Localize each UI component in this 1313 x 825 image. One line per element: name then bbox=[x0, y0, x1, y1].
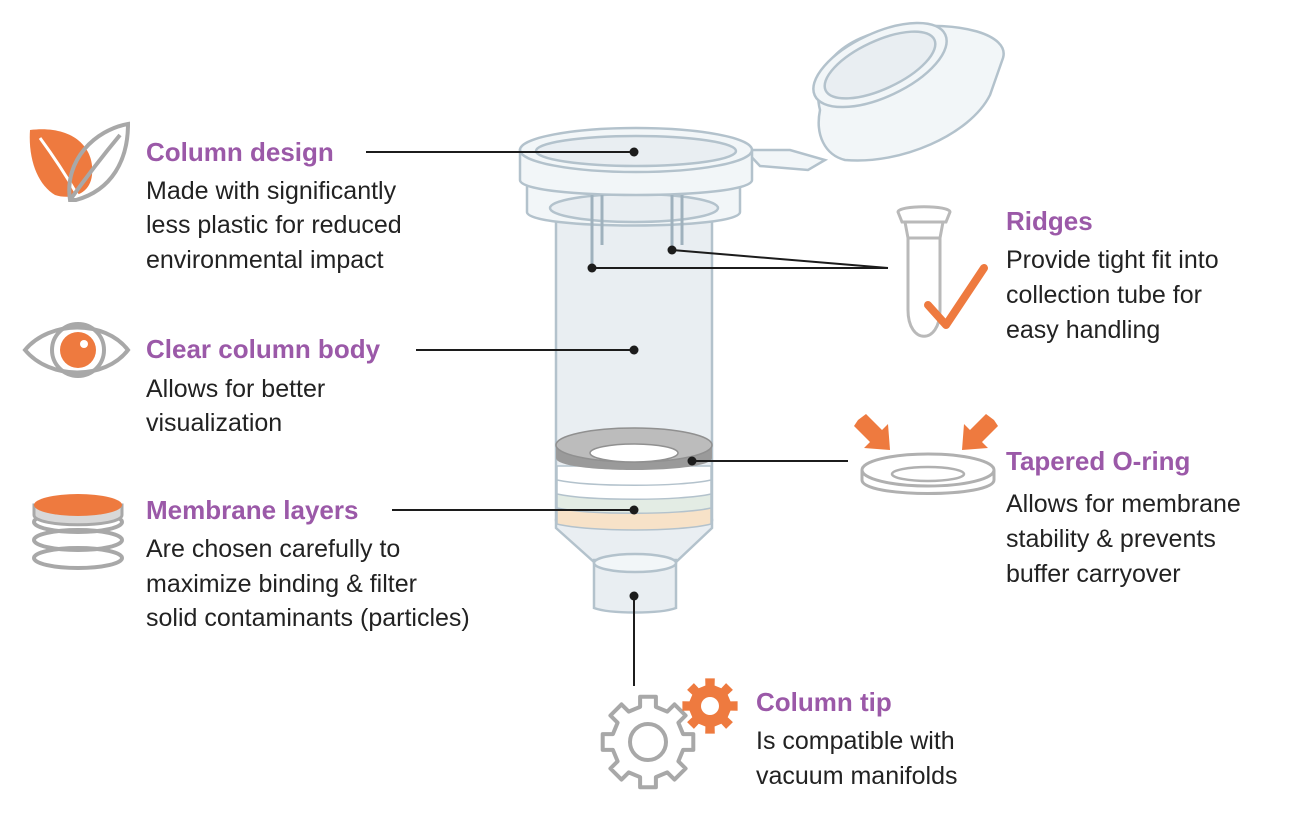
membrane-stack-icon bbox=[32, 494, 124, 570]
tube-checkmark-icon bbox=[896, 205, 988, 338]
gears-icon bbox=[600, 678, 738, 790]
tip-line: Is compatible with bbox=[756, 727, 955, 755]
ridges-title: Ridges bbox=[1006, 206, 1093, 236]
clear-body-title: Clear column body bbox=[146, 334, 381, 364]
feature-oring: Tapered O-ring Allows for membrane stabi… bbox=[1006, 446, 1241, 588]
column-design-line: Made with significantly bbox=[146, 177, 397, 205]
feature-column-design: Column design Made with significantly le… bbox=[146, 137, 402, 274]
clear-body-line: visualization bbox=[146, 409, 282, 437]
membrane-title: Membrane layers bbox=[146, 495, 358, 525]
oring-title: Tapered O-ring bbox=[1006, 446, 1190, 476]
oring-line: Allows for membrane bbox=[1006, 490, 1241, 518]
column-cap bbox=[812, 21, 1005, 162]
small-gear-hole bbox=[701, 697, 719, 715]
ridges-line: Provide tight fit into bbox=[1006, 246, 1219, 274]
membrane-line: solid contaminants (particles) bbox=[146, 604, 470, 632]
large-gear-hole bbox=[628, 722, 668, 762]
leader-lines bbox=[366, 147, 889, 686]
tip-line: vacuum manifolds bbox=[756, 762, 957, 790]
column-design-title: Column design bbox=[146, 137, 334, 167]
oring-arrows-icon bbox=[854, 414, 998, 495]
ridges-line: collection tube for bbox=[1006, 281, 1202, 309]
oring-line: stability & prevents bbox=[1006, 525, 1216, 553]
membrane-line: maximize binding & filter bbox=[146, 570, 417, 598]
feature-tip: Column tip Is compatible with vacuum man… bbox=[756, 687, 957, 790]
feature-membrane: Membrane layers Are chosen carefully to … bbox=[146, 495, 470, 632]
feature-ridges: Ridges Provide tight fit into collection… bbox=[1006, 206, 1219, 344]
feature-clear-body: Clear column body Allows for better visu… bbox=[146, 334, 381, 437]
clear-body-line: Allows for better bbox=[146, 375, 325, 403]
spin-column-illustration bbox=[518, 21, 1005, 614]
column-design-line: less plastic for reduced bbox=[146, 211, 402, 239]
column-design-line: environmental impact bbox=[146, 246, 384, 274]
large-gear-icon bbox=[600, 694, 696, 790]
membrane-layers-illustration bbox=[556, 465, 712, 531]
membrane-line: Are chosen carefully to bbox=[146, 535, 400, 563]
leaf-icon bbox=[29, 121, 131, 202]
oring-illustration bbox=[555, 427, 713, 470]
oring-line: buffer carryover bbox=[1006, 560, 1181, 588]
eye-icon bbox=[22, 322, 131, 378]
ridges-line: easy handling bbox=[1006, 316, 1160, 344]
ridges-illustration bbox=[590, 195, 684, 270]
tip-title: Column tip bbox=[756, 687, 892, 717]
